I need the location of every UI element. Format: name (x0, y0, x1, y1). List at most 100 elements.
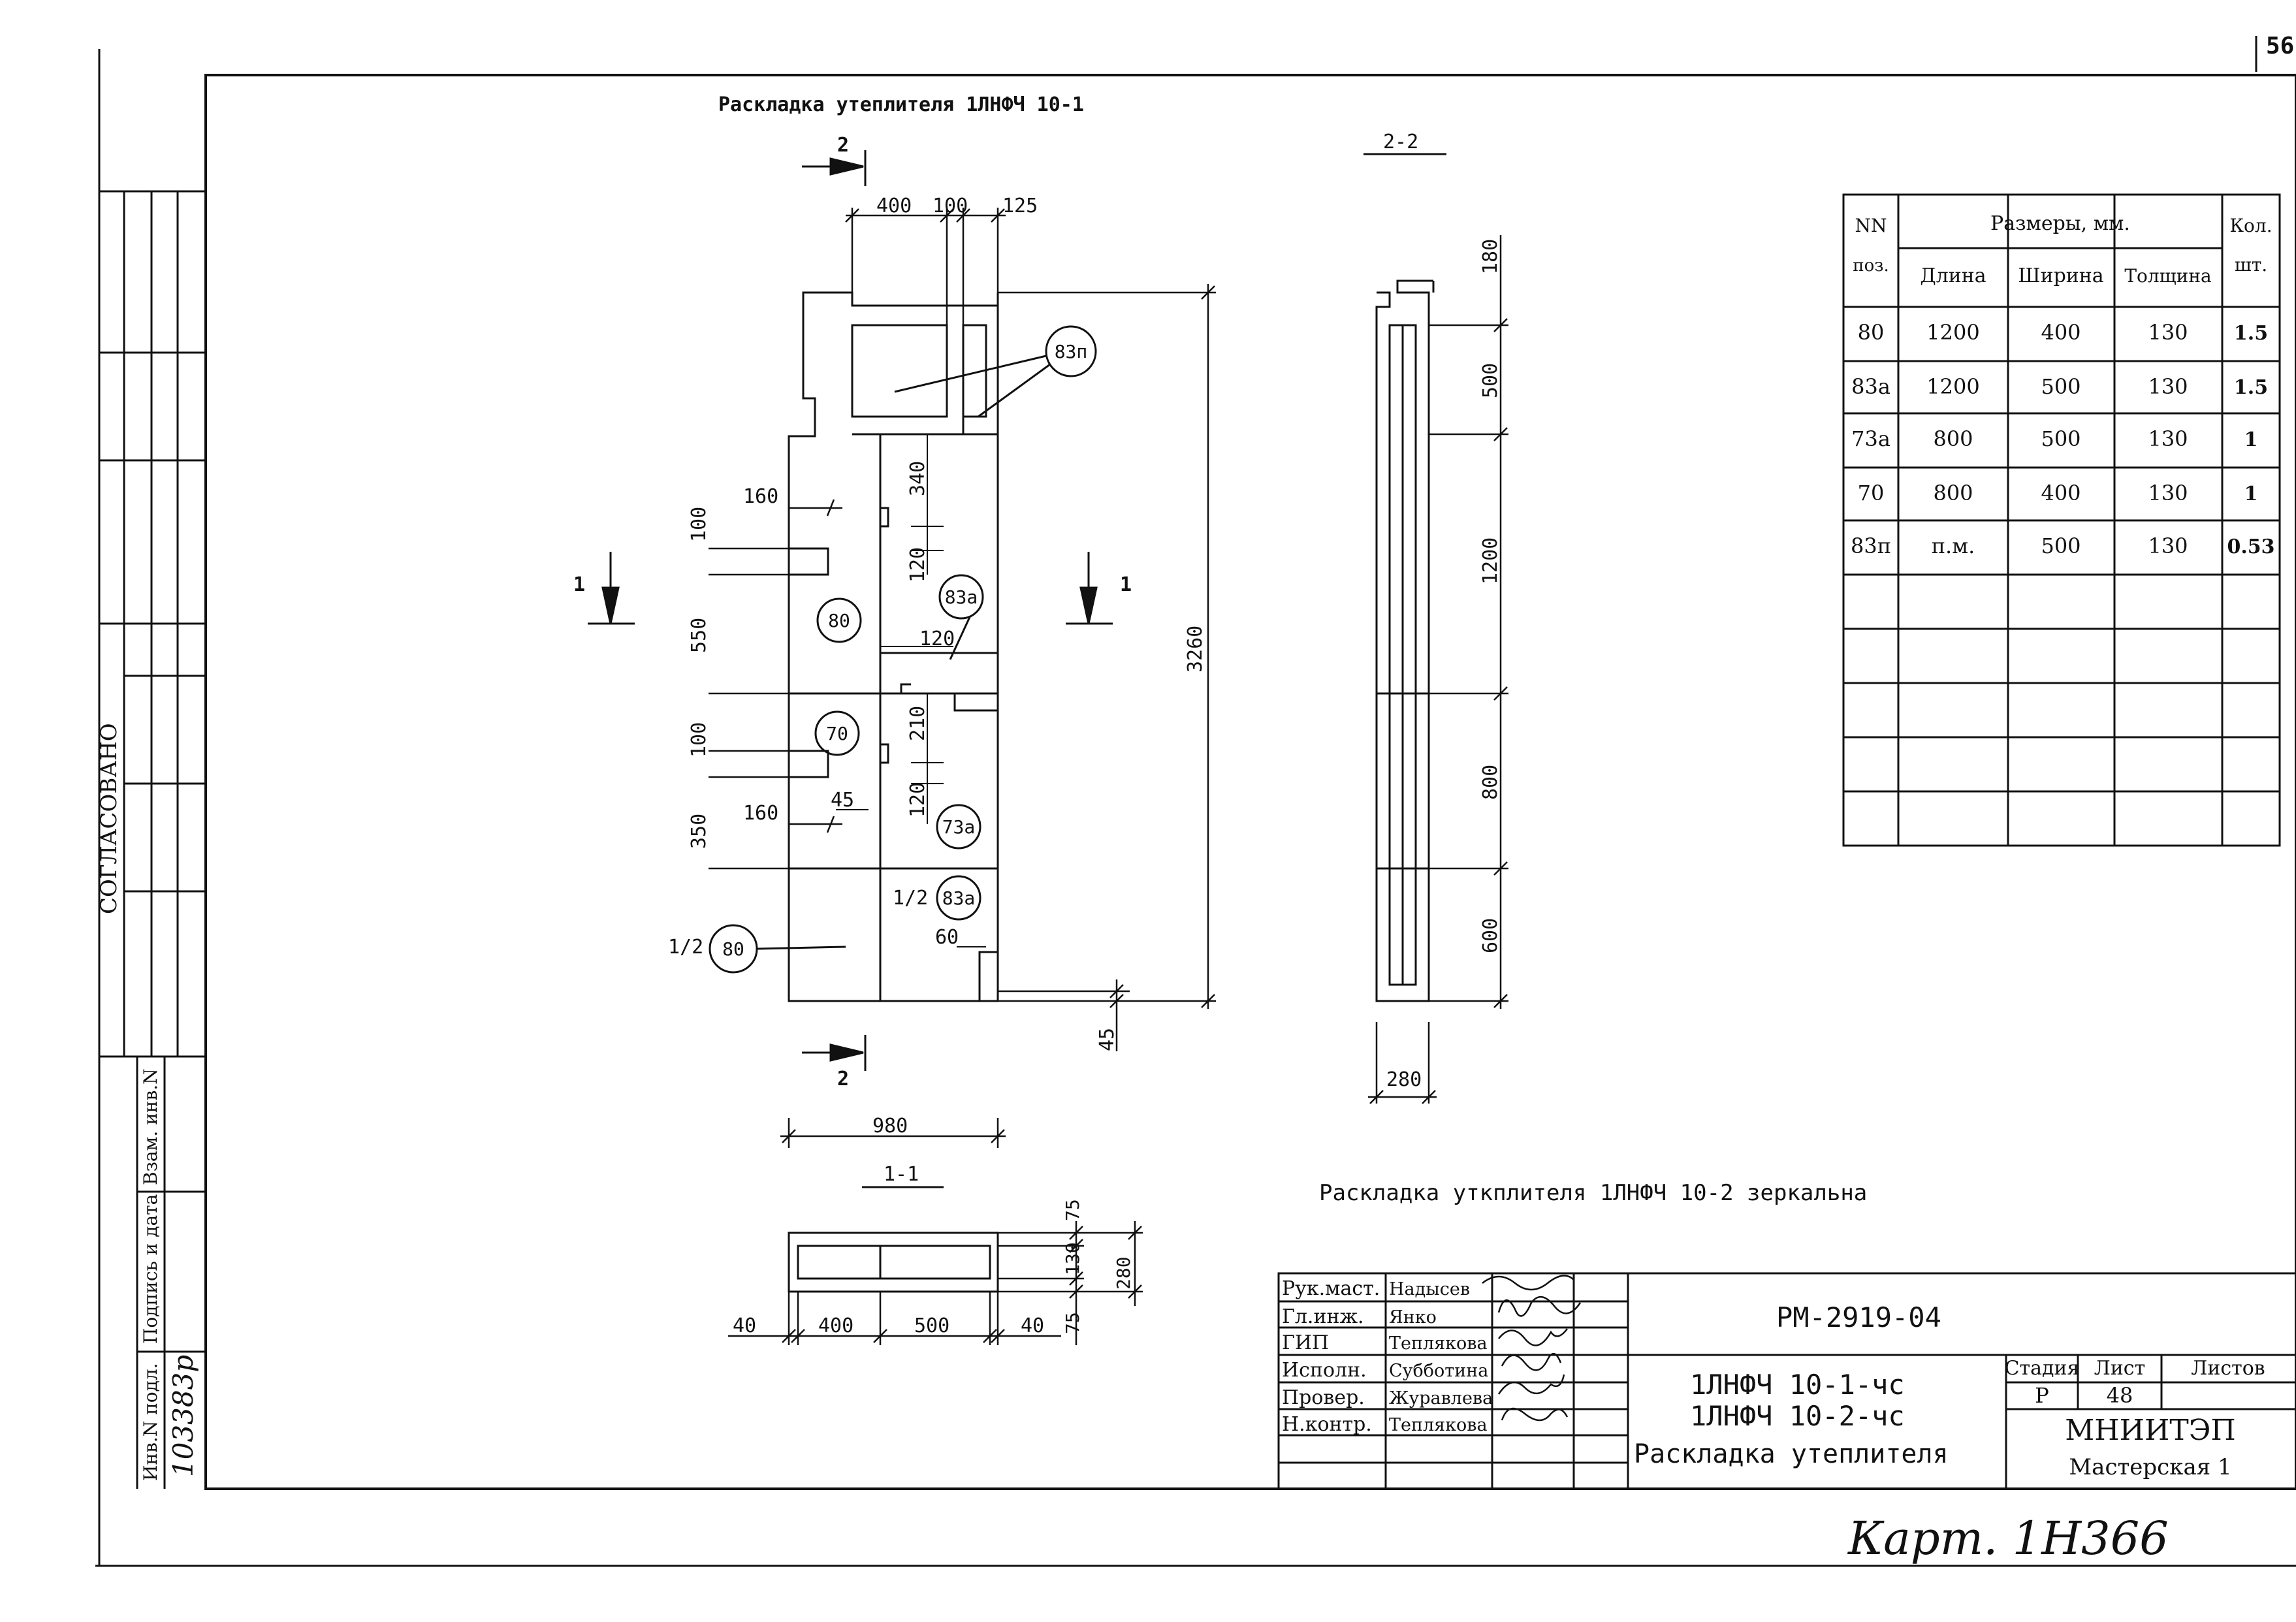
spec-cell-r4-c4: 0.53 (2227, 535, 2274, 558)
dim-120-a: 120 (906, 547, 929, 582)
sheet-value: 48 (2107, 1383, 2133, 1408)
org-name: МНИИТЭП (2065, 1414, 2236, 1447)
spec-cell-r2-c1: 800 (1933, 426, 1973, 451)
s22-dim-800: 800 (1479, 765, 1502, 800)
spec-cell-r4-c1: п.м. (1932, 533, 1975, 558)
s22-dim-600: 600 (1479, 918, 1502, 953)
section-2-2 (1375, 279, 1435, 1002)
dim-top-400: 400 (876, 195, 912, 217)
role-person-4: Журавлева (1389, 1388, 1493, 1408)
dim-notch-160-a: 160 (743, 485, 778, 508)
workshop-name: Мастерская 1 (2069, 1454, 2231, 1480)
spec-cell-r0-c3: 130 (2148, 320, 2188, 345)
dim-left-100-b: 100 (688, 722, 710, 757)
dim-left-100-a: 100 (688, 507, 710, 542)
title-block-grid (1277, 1272, 2296, 1490)
section-2-2-dimensions (1368, 235, 1508, 1104)
spec-cell-r4-c0: 83п (1851, 533, 1891, 558)
dim-bottom-45: 45 (1096, 1028, 1119, 1051)
cut-1-right: 1 (1120, 573, 1132, 596)
inv-number: 103383р (167, 1355, 199, 1477)
spec-cell-r1-c1: 1200 (1926, 374, 1979, 399)
s22-dim-280: 280 (1386, 1068, 1422, 1091)
spec-cell-r3-c0: 70 (1858, 481, 1885, 505)
marker-80-half: 80 (722, 938, 744, 960)
th-sht: шт. (2235, 254, 2267, 276)
vzam-label: Взам. инв.N (140, 1068, 161, 1185)
s22-dim-180: 180 (1479, 239, 1502, 274)
spec-cell-r0-c2: 400 (2041, 320, 2081, 345)
dim-980: 980 (872, 1115, 908, 1137)
position-markers (709, 325, 1097, 974)
margin-stamp (99, 190, 206, 1489)
main-heading: Раскладка утеплителя 1ЛНФЧ 10-1 (718, 93, 1084, 116)
plan-inner-dimensions (836, 434, 986, 947)
spec-cell-r1-c3: 130 (2148, 374, 2188, 399)
spec-cell-r0-c4: 1.5 (2234, 322, 2268, 345)
cut-2-bottom: 2 (837, 1068, 849, 1090)
role-label-5: Н.контр. (1282, 1413, 1372, 1436)
spec-cell-r1-c2: 500 (2041, 374, 2081, 399)
marker-83a: 83а (945, 586, 978, 608)
dim-top-100: 100 (933, 195, 968, 217)
th-tolshchina: Толщина (2124, 265, 2211, 287)
s11-dim-500: 500 (914, 1314, 949, 1337)
spec-cell-r2-c4: 1 (2244, 428, 2258, 451)
dim-210: 210 (906, 706, 929, 741)
s11-dim-280: 280 (1113, 1256, 1134, 1290)
role-person-5: Теплякова (1389, 1415, 1488, 1435)
dim-total-3260: 3260 (1184, 626, 1207, 673)
marker-83a-half: 83а (942, 887, 976, 909)
sheet-label: Лист (2094, 1357, 2145, 1380)
role-person-3: Субботина (1389, 1361, 1488, 1381)
dim-top-125: 125 (1002, 195, 1038, 217)
sheet-title: Раскладка утеплителя (1634, 1439, 1949, 1469)
spec-cell-r2-c3: 130 (2148, 426, 2188, 451)
plan-top-dimensions (845, 208, 1006, 325)
stage-label: Стадия (2005, 1357, 2080, 1380)
plan-bottom-dimension (780, 1118, 1006, 1148)
stage-value: Р (2035, 1383, 2049, 1408)
plan-left-dimensions (709, 499, 842, 870)
marker-70: 70 (826, 723, 848, 744)
section-2-2-label: 2-2 (1383, 131, 1418, 153)
spec-cell-r1-c4: 1.5 (2234, 376, 2268, 399)
marker-83p: 83п (1055, 341, 1088, 362)
spec-cell-r0-c1: 1200 (1926, 320, 1979, 345)
dim-340: 340 (906, 461, 929, 496)
plan-right-dimension (998, 284, 1216, 1051)
spec-table-grid (1842, 193, 2281, 847)
dim-60: 60 (935, 926, 959, 949)
dim-120-b: 120 (906, 782, 929, 818)
s11-dim-75-bottom: 75 (1062, 1312, 1083, 1334)
cut-1-left: 1 (573, 573, 585, 596)
section-1-1-dimensions (728, 1221, 1143, 1345)
th-razmery: Размеры, мм. (1990, 212, 2130, 235)
role-person-0: Надысев (1389, 1279, 1470, 1299)
half-prefix-83a: 1/2 (893, 887, 928, 910)
s22-dim-1200: 1200 (1479, 537, 1502, 584)
spec-cell-r2-c0: 73а (1851, 426, 1890, 451)
th-nn: NN (1855, 215, 1887, 236)
inv-podl-label: Инв.N подл. (140, 1363, 161, 1481)
spec-cell-r3-c4: 1 (2244, 483, 2258, 505)
spec-cell-r0-c0: 80 (1858, 320, 1885, 345)
role-label-3: Исполн. (1282, 1359, 1367, 1382)
role-person-1: Янко (1389, 1307, 1437, 1328)
spec-cell-r2-c2: 500 (2041, 426, 2081, 451)
s11-dim-40-left: 40 (733, 1314, 756, 1337)
archive-note: Карт. 1Н366 (1847, 1512, 2169, 1565)
s11-dim-75-top: 75 (1062, 1199, 1083, 1221)
half-prefix-80: 1/2 (668, 936, 703, 959)
th-poz: поз. (1853, 256, 1889, 276)
spec-cell-r3-c1: 800 (1933, 481, 1973, 505)
s11-dim-40-right: 40 (1021, 1314, 1044, 1337)
dim-h120: 120 (919, 628, 955, 650)
s11-dim-400: 400 (818, 1314, 853, 1337)
dim-left-550: 550 (688, 618, 710, 653)
spec-cell-r4-c3: 130 (2148, 533, 2188, 558)
soglasovano-label: СОГЛАСОВАНО (96, 723, 122, 914)
dim-notch-160-b: 160 (743, 802, 778, 825)
